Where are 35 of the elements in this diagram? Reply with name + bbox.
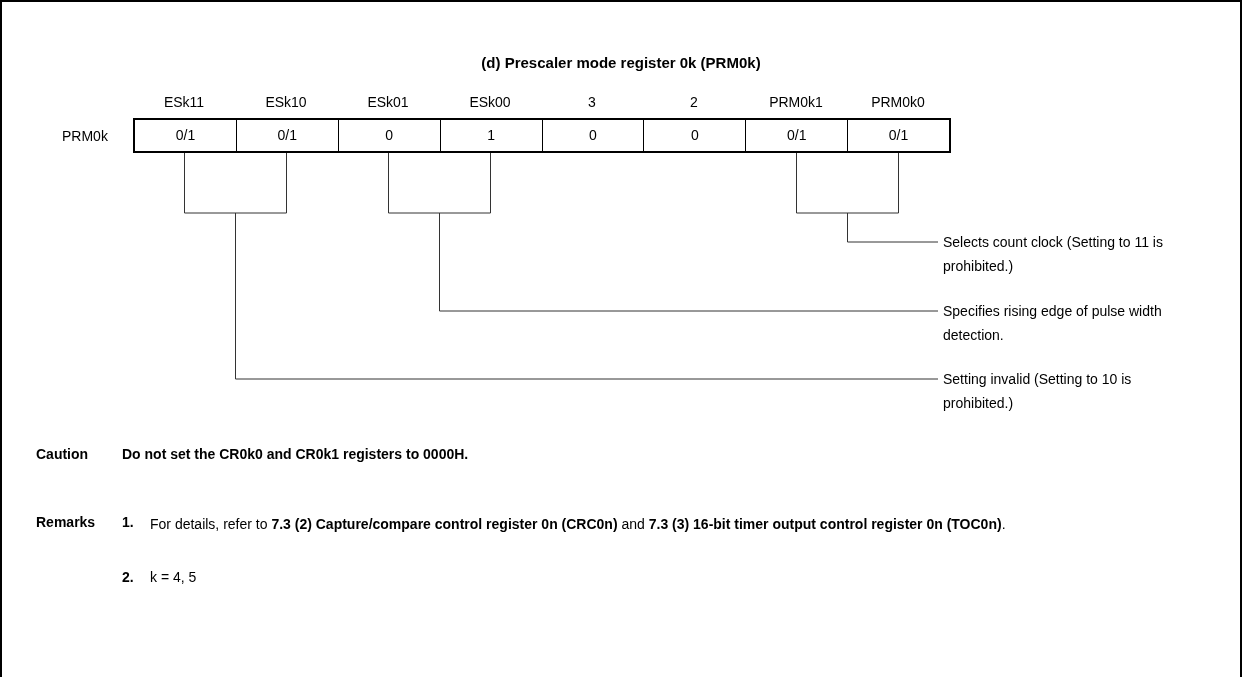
description-text: Specifies rising edge of pulse width detection. xyxy=(943,302,1163,345)
bit-name: PRM0k0 xyxy=(870,93,926,112)
remark-number: 1. xyxy=(122,513,134,532)
register-name: PRM0k xyxy=(62,127,108,146)
description-text: Selects count clock (Setting to 11 is prohibited.) xyxy=(943,233,1164,276)
bit-cell: 1 xyxy=(439,120,542,151)
bit-name: ESk00 xyxy=(468,93,512,112)
remark-text: k = 4, 5 xyxy=(150,568,197,587)
description-text: Setting invalid (Setting to 10 is prohibited.) xyxy=(943,370,1133,413)
remark-text: For details, refer to 7.3 (2) Capture/compare control register 0n (CRC0n) and 7.3 (3) 16-bit timer output control register 0n (TOC0n). xyxy=(150,515,1007,534)
bit-name: ESk01 xyxy=(366,93,410,112)
bit-cell: 0 xyxy=(643,120,746,151)
leader-line xyxy=(235,212,939,380)
bit-cell: 0/1 xyxy=(235,120,338,151)
bit-cell: 0/1 xyxy=(745,120,848,151)
remarks-heading: Remarks xyxy=(36,513,96,532)
bracket xyxy=(796,153,899,214)
caution-text: Do not set the CR0k0 and CR0k1 registers to 0000H. xyxy=(122,445,469,464)
bit-cell: 0 xyxy=(337,120,440,151)
bracket xyxy=(388,153,491,214)
bit-name: ESk10 xyxy=(264,93,308,112)
bracket xyxy=(184,153,287,214)
bit-name: 3 xyxy=(587,93,597,112)
leader-line xyxy=(847,212,939,243)
bit-cell: 0 xyxy=(541,120,644,151)
title: (d) Prescaler mode register 0k (PRM0k) xyxy=(480,53,762,73)
register-row xyxy=(133,118,951,153)
leader-line xyxy=(439,212,939,312)
bit-name: 2 xyxy=(689,93,699,112)
bit-cell: 0/1 xyxy=(847,120,949,151)
bit-cell: 0/1 xyxy=(135,120,236,151)
bit-name: ESk11 xyxy=(162,93,206,112)
caution-heading: Caution xyxy=(36,445,89,464)
bit-name: PRM0k1 xyxy=(768,93,824,112)
remark-number: 2. xyxy=(122,568,134,587)
